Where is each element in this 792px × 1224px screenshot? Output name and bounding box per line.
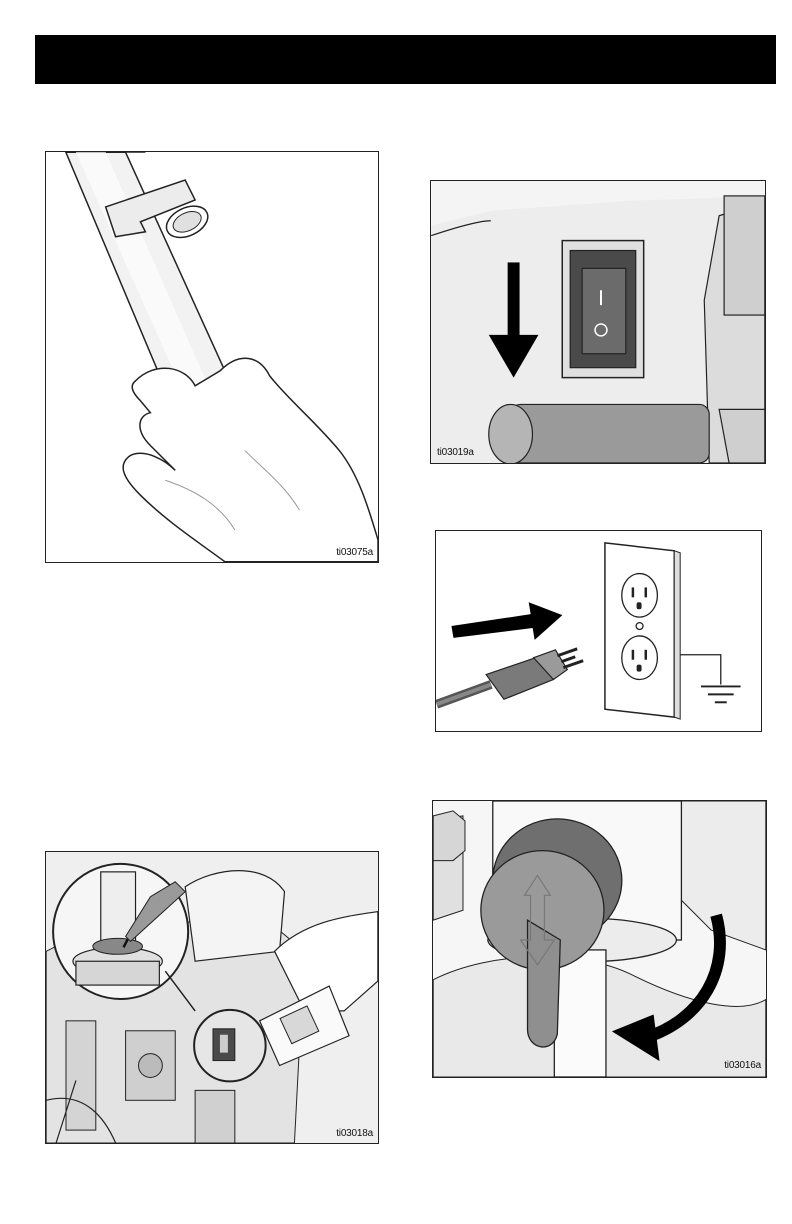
prime-valve-illustration (433, 801, 766, 1077)
hand-tube-illustration (46, 152, 378, 562)
figure-hand-tube: ti03075a (45, 151, 379, 563)
figure-prime-valve: ti03016a (432, 800, 767, 1078)
section-header-bar (35, 35, 776, 84)
figure-power-switch: ti03019a (430, 180, 766, 464)
power-switch-illustration (431, 181, 765, 463)
ground-symbol-icon (701, 686, 741, 702)
pump-oiling-illustration (46, 852, 378, 1143)
figure-pump-oiling: ti03018a (45, 851, 379, 1144)
figure-reference-label: ti03018a (336, 1128, 373, 1139)
figure-reference-label: ti03016a (724, 1060, 761, 1071)
figure-reference-label: ti03019a (437, 447, 474, 458)
figure-reference-label: ti03075a (336, 547, 373, 558)
figure-grounded-outlet (435, 530, 762, 732)
grounded-outlet-illustration (436, 531, 761, 731)
arrow-right-icon (451, 602, 562, 640)
